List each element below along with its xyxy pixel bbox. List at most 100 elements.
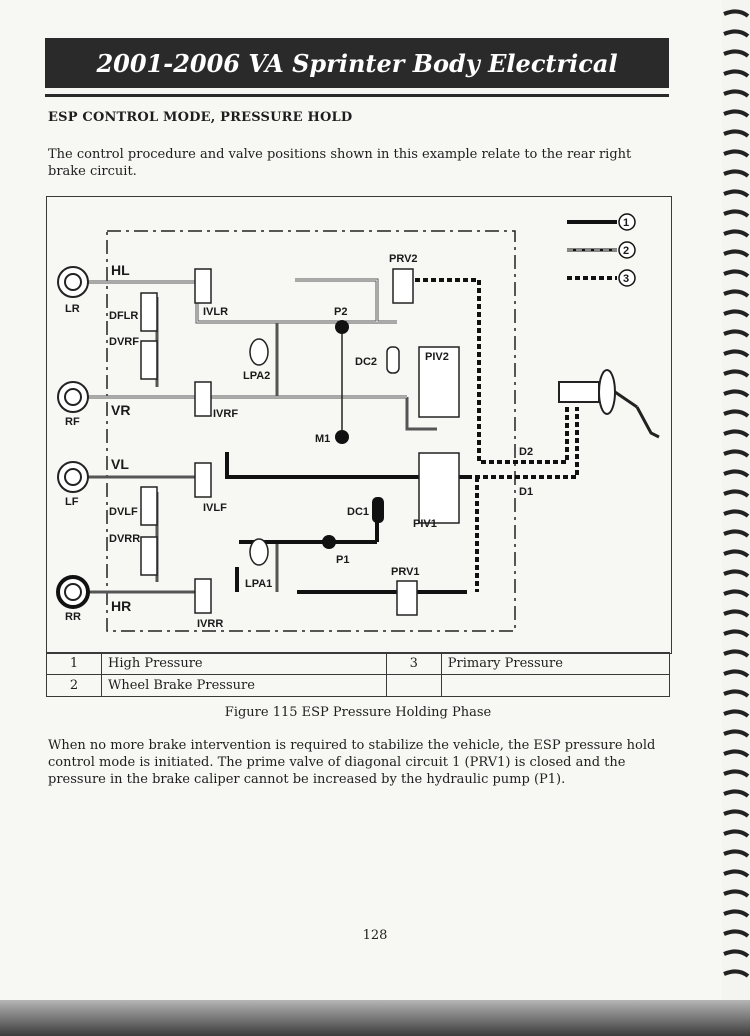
label-ivlf: IVLF xyxy=(203,502,227,514)
pump-p2 xyxy=(335,320,349,334)
binding-coil xyxy=(723,9,750,18)
table-row: 1 High Pressure 3 Primary Pressure xyxy=(46,652,671,675)
binding-coil xyxy=(723,949,750,958)
binding-coil xyxy=(723,429,750,438)
page-number: 128 xyxy=(362,928,388,943)
label-rr: RR xyxy=(65,611,81,623)
legend-number: 1 xyxy=(46,652,102,675)
hydraulic-diagram: 1 2 3 xyxy=(46,196,672,654)
binding-coil xyxy=(723,329,750,338)
binding-coil xyxy=(723,229,750,238)
valve-piv1 xyxy=(418,452,460,524)
body-paragraph: When no more brake intervention is requi… xyxy=(48,738,656,787)
binding-coil xyxy=(723,889,750,898)
binding-coil xyxy=(723,89,750,98)
damper-dc2 xyxy=(386,346,400,374)
binding-coil xyxy=(723,369,750,378)
binding-coil xyxy=(723,589,750,598)
motor-m1 xyxy=(335,430,349,444)
binding-coil xyxy=(723,709,750,718)
valve-dvrr xyxy=(140,536,158,576)
binding-coil xyxy=(723,669,750,678)
legend-label: Primary Pressure xyxy=(440,652,671,675)
label-dc2: DC2 xyxy=(355,356,377,368)
binding-coil xyxy=(723,29,750,38)
label-lf: LF xyxy=(65,496,79,508)
label-dvlf: DVLF xyxy=(109,506,138,518)
table-row: 2 Wheel Brake Pressure xyxy=(46,674,671,697)
valve-ivlf xyxy=(194,462,212,498)
label-piv1: PIV1 xyxy=(413,518,437,530)
binding-coil xyxy=(723,189,750,198)
valve-ivrf xyxy=(194,381,212,417)
binding-coil xyxy=(723,749,750,758)
label-hl: HL xyxy=(111,262,130,278)
key-num-3: 3 xyxy=(623,273,629,285)
binding-coil xyxy=(723,129,750,138)
label-ivrf: IVRF xyxy=(213,408,238,420)
label-lpa1: LPA1 xyxy=(245,578,272,590)
binding-coil xyxy=(723,309,750,318)
label-prv1: PRV1 xyxy=(391,566,420,578)
label-m1: M1 xyxy=(315,433,330,445)
binding-coil xyxy=(723,249,750,258)
binding-coil xyxy=(723,289,750,298)
binding-coil xyxy=(723,269,750,278)
binding-coil xyxy=(723,389,750,398)
brake-booster xyxy=(558,369,660,439)
label-dflr: DFLR xyxy=(109,310,138,322)
binding-coil xyxy=(723,49,750,58)
binding-coil xyxy=(723,549,750,558)
legend-number xyxy=(385,674,442,697)
binding-coil xyxy=(723,349,750,358)
label-dvrf: DVRF xyxy=(109,336,139,348)
chapter-banner: 2001-2006 VA Sprinter Body Electrical xyxy=(45,38,669,88)
valve-dvrf xyxy=(140,340,158,380)
label-lpa2: LPA2 xyxy=(243,370,270,382)
binding-coil xyxy=(723,529,750,538)
binding-coil xyxy=(723,629,750,638)
label-ivrr: IVRR xyxy=(197,618,223,630)
binding-coil xyxy=(723,729,750,738)
valve-prv2 xyxy=(392,268,414,304)
key-num-1: 1 xyxy=(623,217,629,229)
label-d1: D1 xyxy=(519,486,533,498)
figure-caption: Figure 115 ESP Pressure Holding Phase xyxy=(224,705,492,720)
label-vr: VR xyxy=(111,402,130,418)
binding-coil xyxy=(723,869,750,878)
page-edge-shadow xyxy=(0,1000,750,1036)
binding-coil xyxy=(723,769,750,778)
binding-coil xyxy=(723,449,750,458)
label-ivlr: IVLR xyxy=(203,306,228,318)
wheel-lf xyxy=(57,461,89,493)
accumulator-lpa2 xyxy=(249,338,269,366)
spiral-binding xyxy=(722,0,750,1000)
valve-dflr xyxy=(140,292,158,332)
binding-coil xyxy=(723,849,750,858)
label-p2: P2 xyxy=(334,306,347,318)
accumulator-lpa1 xyxy=(249,538,269,566)
header-rule xyxy=(45,94,669,97)
damper-dc1 xyxy=(372,497,384,523)
label-piv2: PIV2 xyxy=(425,351,449,363)
valve-ivrr xyxy=(194,578,212,614)
legend-number: 3 xyxy=(385,652,442,675)
valve-ivlr xyxy=(194,268,212,304)
binding-coil xyxy=(723,509,750,518)
valve-dvlf xyxy=(140,486,158,526)
legend-table: 1 High Pressure 3 Primary Pressure 2 Whe… xyxy=(46,652,671,697)
intro-paragraph: The control procedure and valve position… xyxy=(48,147,632,179)
binding-coil xyxy=(723,169,750,178)
pump-p1 xyxy=(322,535,336,549)
binding-coil xyxy=(723,829,750,838)
binding-coil xyxy=(723,569,750,578)
wheel-rr xyxy=(56,575,90,609)
legend-number: 2 xyxy=(46,674,102,697)
legend-label: Wheel Brake Pressure xyxy=(101,674,387,697)
label-lr: LR xyxy=(65,303,80,315)
binding-coil xyxy=(723,689,750,698)
label-p1: P1 xyxy=(336,554,349,566)
valve-prv1 xyxy=(396,580,418,616)
label-dc1: DC1 xyxy=(347,506,369,518)
binding-coil xyxy=(723,149,750,158)
